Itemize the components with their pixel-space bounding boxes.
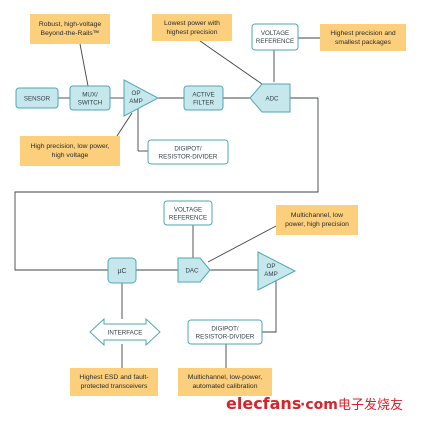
- vref-bottom-label-1: VOLTAGE: [174, 207, 202, 214]
- note-lowest-power-line-2: highest precision: [166, 29, 217, 36]
- digipot-bottom-label-2: RESISTOR-DIVIDER: [196, 334, 255, 341]
- block-digipot-top: DIGIPOT/ RESISTOR-DIVIDER: [147, 139, 229, 165]
- wire-adc-to-uc: [14, 98, 319, 271]
- wire-opamp-digipot-bottom: [262, 281, 277, 333]
- vref-bottom-label-2: REFERENCE: [169, 215, 207, 222]
- vref-top-label-1: VOLTAGE: [261, 30, 289, 37]
- note-multichannel-low-power: Multichannel, low-power, automated calib…: [178, 368, 272, 396]
- block-digipot-bottom: DIGIPOT/ RESISTOR-DIVIDER: [187, 319, 263, 345]
- block-voltage-reference-top: VOLTAGE REFERENCE: [251, 23, 299, 51]
- block-dac: DAC: [177, 257, 211, 283]
- watermark-logo: elecfans ·com 电子发烧友: [226, 394, 403, 413]
- mux-label-1: MUX/: [82, 92, 98, 99]
- vref-top-label-2: REFERENCE: [256, 38, 294, 45]
- pointer-robust: [79, 43, 89, 87]
- block-adc: ADC: [249, 83, 291, 113]
- watermark-brand: elecfans: [226, 394, 301, 413]
- note-robust-line-1: Robust, high-voltage: [39, 21, 102, 28]
- note-multichannel-line-1: Multichannel, low: [291, 212, 343, 219]
- note-multichannel-line-2: power, high precision: [285, 221, 349, 228]
- digipot-top-label-2: RESISTOR-DIVIDER: [159, 154, 218, 161]
- note-robust-line-2: Beyond-the-Rails™: [41, 30, 100, 37]
- mux-label-2: SWITCH: [78, 100, 102, 107]
- note-esd-line-2: protected transceivers: [81, 383, 148, 390]
- opamp2-label-2: AMP: [264, 271, 277, 278]
- opamp2-label-1: OP: [267, 263, 276, 270]
- note-lowest-power: Lowest power with highest precision: [152, 14, 232, 41]
- note-highest-precision-line-1: Highest precision and: [330, 30, 396, 37]
- block-microcontroller: µC: [107, 257, 137, 284]
- interface-label: INTERFACE: [108, 330, 143, 337]
- digipot-top-label-1: DIGIPOT/: [174, 146, 201, 153]
- uc-label: µC: [117, 268, 126, 275]
- note-highest-esd: Highest ESD and fault- protected transce…: [70, 368, 158, 396]
- note-multichannel: Multichannel, low power, high precision: [276, 205, 358, 235]
- pointer-lowest-power: [199, 40, 263, 85]
- block-sensor: SENSOR: [15, 87, 59, 109]
- block-voltage-reference-bottom: VOLTAGE REFERENCE: [163, 200, 213, 226]
- dac-label: DAC: [185, 268, 199, 275]
- adc-label: ADC: [265, 96, 279, 103]
- block-op-amp-1: OP AMP: [123, 79, 160, 117]
- note-multichannel-low-line-1: Multichannel, low-power,: [188, 374, 263, 381]
- note-esd-line-1: Highest ESD and fault-: [79, 374, 148, 381]
- block-op-amp-2: OP AMP: [257, 251, 297, 291]
- note-high-precision-low-power: High precision, low power, high voltage: [20, 136, 120, 166]
- opamp1-label-2: AMP: [129, 98, 142, 105]
- opamp1-label-1: OP: [132, 90, 141, 97]
- filter-label-1: ACTIVE: [192, 92, 214, 99]
- watermark-cn: 电子发烧友: [338, 397, 403, 413]
- watermark-suffix: ·com: [300, 397, 338, 413]
- block-interface: INTERFACE: [89, 317, 161, 347]
- filter-label-2: FILTER: [193, 100, 214, 107]
- connector-lines: [14, 37, 320, 368]
- note-lowest-power-line-1: Lowest power with: [164, 20, 220, 27]
- pointer-high-precision: [116, 112, 133, 137]
- note-high-precision-line-1: High precision, low power,: [31, 143, 110, 150]
- note-highest-precision-line-2: smallest packages: [335, 39, 392, 46]
- sensor-label: SENSOR: [24, 96, 51, 103]
- block-active-filter: ACTIVE FILTER: [183, 85, 224, 111]
- note-multichannel-low-line-2: automated calibration: [193, 383, 258, 390]
- note-robust-high-voltage: Robust, high-voltage Beyond-the-Rails™: [30, 14, 110, 44]
- pointer-multichannel: [207, 225, 277, 263]
- note-highest-precision: Highest precision and smallest packages: [320, 24, 406, 51]
- digipot-bottom-label-1: DIGIPOT/: [211, 326, 238, 333]
- note-high-precision-line-2: high voltage: [52, 152, 89, 159]
- block-mux-switch: MUX/ SWITCH: [69, 85, 111, 111]
